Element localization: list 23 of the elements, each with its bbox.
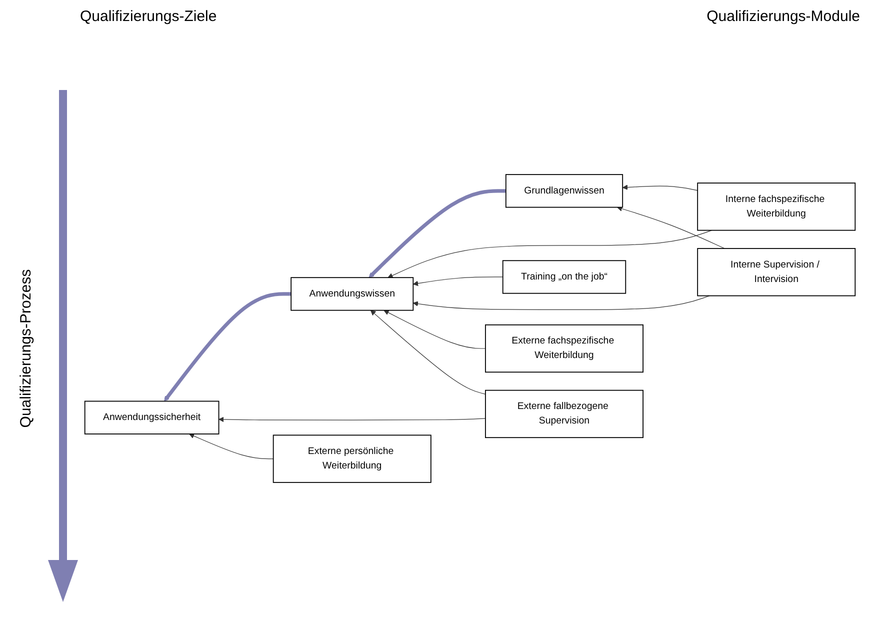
arrow [164, 292, 292, 402]
node-box: Anwendungssicherheit [84, 400, 220, 434]
arrow [189, 433, 274, 460]
node-box: Externe persönliche Weiterbildung [272, 434, 432, 483]
arrow [370, 310, 486, 394]
column-heading: Qualifizierungs-Ziele [80, 8, 217, 27]
node-box: Training „on the job“ [502, 260, 626, 294]
node-box: Interne Supervision / Intervision [697, 248, 856, 296]
node-box: Anwendungswissen [290, 277, 414, 311]
arrow [368, 189, 506, 278]
node-box: Interne fachspezifische Weiterbildung [697, 182, 856, 231]
axis-label: Qualifizierungs-Prozess [18, 268, 34, 430]
arrow [617, 206, 725, 249]
arrow [388, 230, 712, 278]
arrow [384, 310, 486, 349]
node-box: Externe fachspezifische Weiterbildung [485, 324, 644, 373]
arrow [218, 416, 486, 422]
arrow [412, 276, 504, 286]
arrow [622, 184, 698, 191]
arrow [412, 295, 710, 310]
node-box: Grundlagenwissen [505, 174, 624, 208]
column-heading: Qualifizierungs-Module [706, 8, 860, 27]
node-box: Externe fallbezogene Supervision [485, 390, 644, 438]
